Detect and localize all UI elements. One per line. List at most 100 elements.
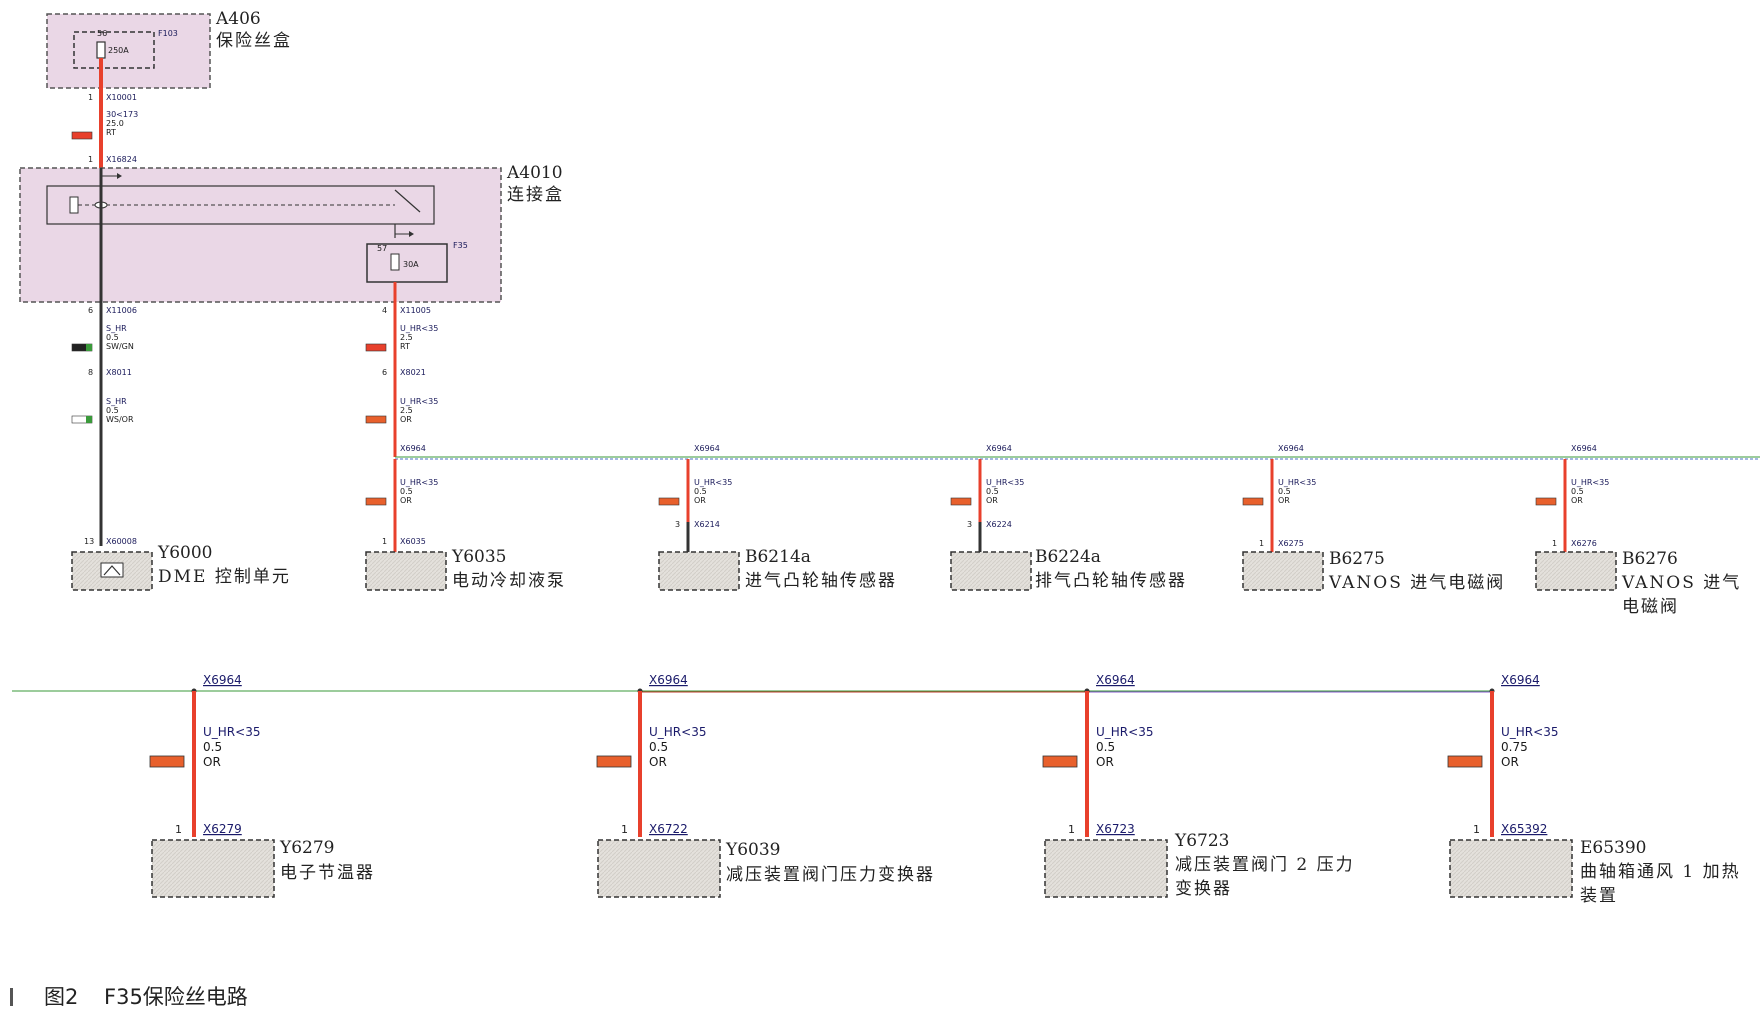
wire-color: WS/OR — [106, 415, 134, 424]
pin-label: 6 — [382, 368, 387, 377]
pin-label: 1 — [1552, 539, 1557, 548]
connector-label: X6275 — [1278, 539, 1304, 548]
wire-name: U_HR<35 — [694, 478, 732, 487]
main-feed-wire: 1 X10001 30<173 25.0 RT 1 X16824 — [71, 58, 138, 168]
wire-color: OR — [203, 755, 221, 769]
connector-label: X8021 — [400, 368, 426, 377]
component-name: 装置 — [1580, 886, 1618, 906]
wire-color: OR — [986, 496, 998, 505]
fuse-rating: 30A — [403, 260, 419, 269]
splice-label: X6964 — [1571, 444, 1597, 453]
splice-label: X6964 — [694, 444, 720, 453]
pin-label: 6 — [88, 306, 93, 315]
component-name: 变换器 — [1175, 879, 1232, 899]
component-b6276: X6964 U_HR<35 0.5 OR 1 X6276 B6276 VANOS… — [1535, 444, 1741, 617]
wire-size: 25.0 — [106, 119, 124, 128]
fuse-rating: 250A — [108, 46, 129, 55]
fuse-box-name: 保险丝盒 — [216, 31, 292, 51]
component-name: 进气凸轮轴传感器 — [745, 571, 897, 591]
wire-size: 0.5 — [106, 333, 119, 342]
connector-label: X6722 — [649, 822, 688, 836]
wire-size: 2.5 — [400, 406, 413, 415]
component-code: Y6035 — [451, 547, 507, 567]
component-y6723: X6964 U_HR<35 0.5 OR 1 X6723 Y6723 减压装置阀… — [1042, 673, 1355, 899]
component-code: Y6000 — [157, 543, 213, 563]
component-code: Y6723 — [1174, 831, 1230, 851]
component-name: 曲轴箱通风 1 加热 — [1580, 862, 1741, 882]
pin-label: 1 — [175, 823, 182, 836]
wire-name: U_HR<35 — [649, 725, 706, 739]
wire-size: 0.5 — [694, 487, 707, 496]
wire-size: 0.5 — [649, 740, 668, 754]
splice-label: X6964 — [400, 444, 426, 453]
fuse-box-a406: 56 250A F103 A406 保险丝盒 — [46, 9, 292, 89]
connector-label: X10001 — [106, 93, 137, 102]
connector-label: X6035 — [400, 537, 426, 546]
fuse-pin: 56 — [97, 29, 107, 38]
figure-number: 图2 — [44, 985, 78, 1009]
wire-name: U_HR<35 — [203, 725, 260, 739]
connector-label: X6276 — [1571, 539, 1597, 548]
wire-size: 0.5 — [400, 487, 413, 496]
pin-label: 1 — [621, 823, 628, 836]
pin-label: 1 — [382, 537, 387, 546]
wire-name: 30<173 — [106, 110, 138, 119]
fuse-id: F103 — [158, 29, 178, 38]
pin-label: 1 — [1473, 823, 1480, 836]
wire-name: U_HR<35 — [400, 478, 438, 487]
dme-branch-wire: 6 X11006 S_HR 0.5 SW/GN 8 X8011 S_HR 0.5… — [71, 168, 137, 546]
wire-color: OR — [1571, 496, 1583, 505]
connector-label: X11005 — [400, 306, 431, 315]
component-code: Y6039 — [725, 840, 781, 860]
connector-label: X16824 — [106, 155, 137, 164]
wire-color: OR — [400, 415, 412, 424]
wire-color: SW/GN — [106, 342, 134, 351]
splice-bus-row2 — [12, 690, 1492, 693]
wire-color: OR — [649, 755, 667, 769]
wire-color: OR — [1278, 496, 1290, 505]
splice-label: X6964 — [1278, 444, 1304, 453]
component-name: 排气凸轮轴传感器 — [1035, 571, 1187, 591]
wire-size: 0.5 — [106, 406, 119, 415]
component-b6224a: X6964 U_HR<35 0.5 OR 3 X6224 B6224a 排气凸轮… — [950, 444, 1187, 591]
pin-label: 3 — [675, 520, 680, 529]
component-y6039: X6964 U_HR<35 0.5 OR 1 X6722 Y6039 减压装置阀… — [596, 673, 935, 898]
wire-name: U_HR<35 — [400, 324, 438, 333]
wire-name: U_HR<35 — [986, 478, 1024, 487]
wire-size: 0.5 — [986, 487, 999, 496]
wire-color: RT — [400, 342, 410, 351]
pin-label: 3 — [967, 520, 972, 529]
connector-label: X6214 — [694, 520, 720, 529]
junction-box-name: 连接盒 — [507, 185, 564, 205]
component-code: B6224a — [1035, 547, 1101, 567]
wire-color: OR — [1096, 755, 1114, 769]
component-name: 减压装置阀门压力变换器 — [726, 865, 935, 885]
component-name: 电子节温器 — [280, 863, 375, 883]
wire-size: 0.75 — [1501, 740, 1528, 754]
wire-size: 0.5 — [203, 740, 222, 754]
wire-color: OR — [694, 496, 706, 505]
junction-box-code: A4010 — [506, 163, 563, 183]
connector-label: X6723 — [1096, 822, 1135, 836]
wire-name: U_HR<35 — [400, 397, 438, 406]
pin-label: 8 — [88, 368, 93, 377]
f35-branch-wire: 4 X11005 U_HR<35 2.5 RT 6 X8021 U_HR<35 … — [365, 282, 438, 457]
connector-label: X60008 — [106, 537, 137, 546]
splice-label: X6964 — [1096, 673, 1135, 687]
connector-label: X6224 — [986, 520, 1012, 529]
component-name: 减压装置阀门 2 压力 — [1175, 855, 1355, 875]
pin-label: 1 — [1068, 823, 1075, 836]
component-name: 电磁阀 — [1622, 597, 1679, 617]
figure-title: F35保险丝电路 — [104, 985, 248, 1009]
component-y6000: Y6000 DME 控制单元 — [71, 543, 289, 591]
component-name: VANOS 进气电磁阀 — [1328, 573, 1505, 593]
splice-label: X6964 — [1501, 673, 1540, 687]
pin-label: 1 — [88, 155, 93, 164]
wire-name: U_HR<35 — [1278, 478, 1316, 487]
figure-caption: 图2 F35保险丝电路 — [10, 985, 248, 1009]
wire-color: OR — [400, 496, 412, 505]
component-code: B6275 — [1329, 549, 1385, 569]
wire-size: 2.5 — [400, 333, 413, 342]
component-name: VANOS 进气 — [1621, 573, 1741, 593]
